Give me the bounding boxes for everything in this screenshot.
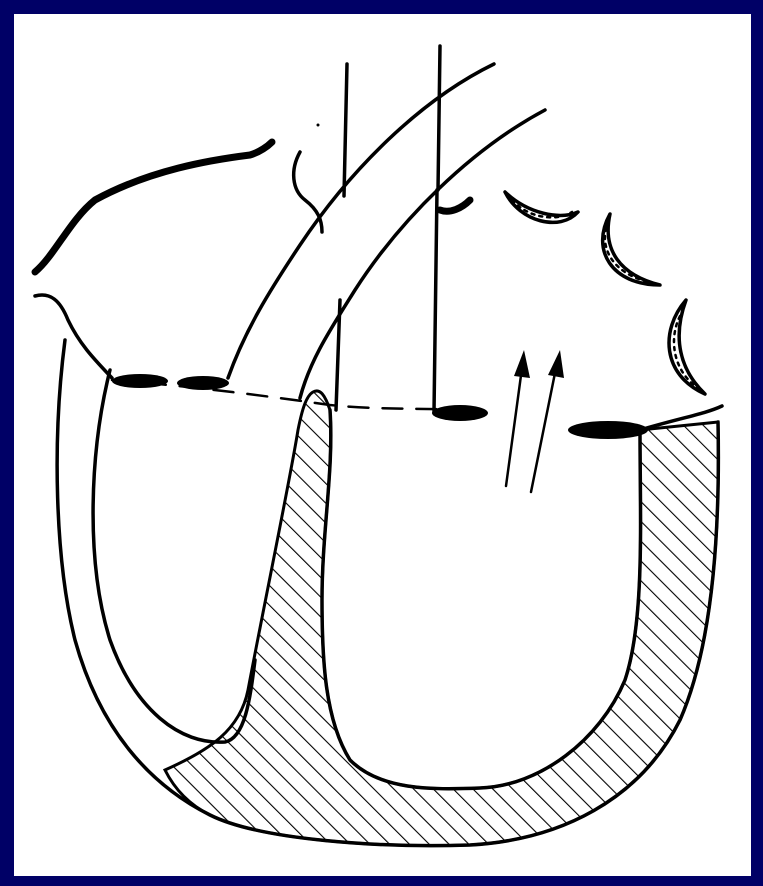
valve-ring-dashes: [112, 380, 470, 410]
great-vessel-outer: [228, 64, 494, 378]
wire-hook: [440, 200, 470, 211]
valve-leaflet-4: [568, 421, 648, 439]
vertical-wire-left: [344, 64, 347, 196]
cusp-middle: [603, 214, 660, 285]
right-atrium-outline: [35, 142, 272, 272]
vertical-wire-right: [438, 46, 440, 190]
valve-leaflet-2: [177, 376, 229, 390]
vertical-wire-lower-right: [434, 190, 437, 412]
flow-arrow-right: [531, 350, 564, 492]
valve-leaflet-3: [432, 405, 488, 421]
right-atrium-lower: [35, 295, 112, 378]
flow-arrow-left: [506, 350, 530, 486]
right-ventricle-inner-wall: [93, 370, 255, 742]
cusp-top: [505, 192, 578, 222]
speck: [317, 124, 320, 127]
valve-leaflet-1: [112, 374, 168, 388]
left-ventricle-inner-wall: [322, 410, 641, 789]
cusp-bottom: [669, 300, 705, 394]
